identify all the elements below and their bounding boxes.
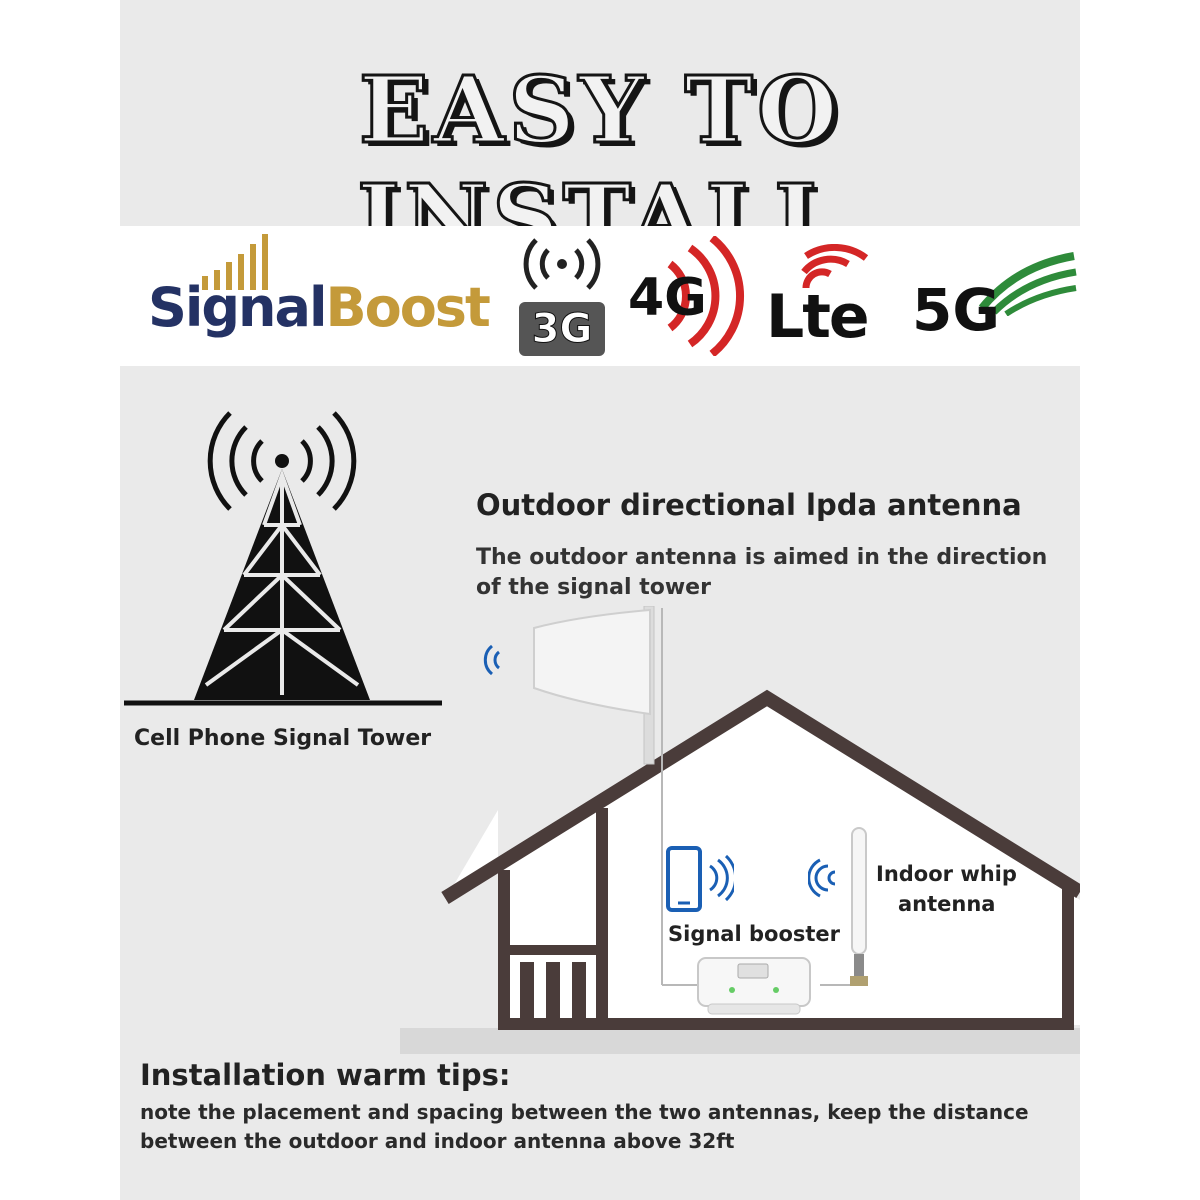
brand-part1: Signal — [148, 276, 327, 339]
network-4g-label: 4G — [628, 268, 707, 328]
network-5g-label: 5G — [912, 276, 1000, 344]
wifi-wave-icon — [483, 644, 501, 676]
cell-tower-icon — [124, 411, 442, 706]
brand-logo: SignalBoost — [148, 276, 491, 339]
whip-antenna-icon — [850, 827, 868, 986]
indoor-antenna-label-line2: antenna — [898, 892, 996, 916]
broadcast-icon — [523, 238, 601, 290]
signal-waves-green-icon — [978, 252, 1077, 316]
outdoor-antenna-title: Outdoor directional lpda antenna — [476, 488, 1022, 522]
wifi-wave-icon — [808, 858, 836, 898]
outdoor-antenna-description: The outdoor antenna is aimed in the dire… — [476, 545, 1048, 600]
house-icon — [400, 608, 1080, 1054]
network-lte-label: Lte — [766, 282, 870, 352]
tower-label: Cell Phone Signal Tower — [134, 726, 432, 751]
signal-booster-icon — [697, 957, 811, 1015]
tips-title: Installation warm tips: — [140, 1058, 511, 1092]
signal-booster-label: Signal booster — [668, 922, 841, 946]
signal-waves-red-icon — [801, 244, 869, 289]
brand-part2: Boost — [325, 276, 490, 339]
signal-bars-icon — [202, 234, 268, 290]
tips-text: note the placement and spacing between t… — [140, 1100, 1029, 1153]
indoor-antenna-label-line1: Indoor whip — [876, 862, 1017, 886]
lpda-antenna-icon — [533, 606, 655, 765]
smartphone-icon — [666, 846, 734, 912]
signal-waves-red-icon — [667, 236, 744, 356]
network-3g-badge: 3G — [519, 302, 605, 356]
